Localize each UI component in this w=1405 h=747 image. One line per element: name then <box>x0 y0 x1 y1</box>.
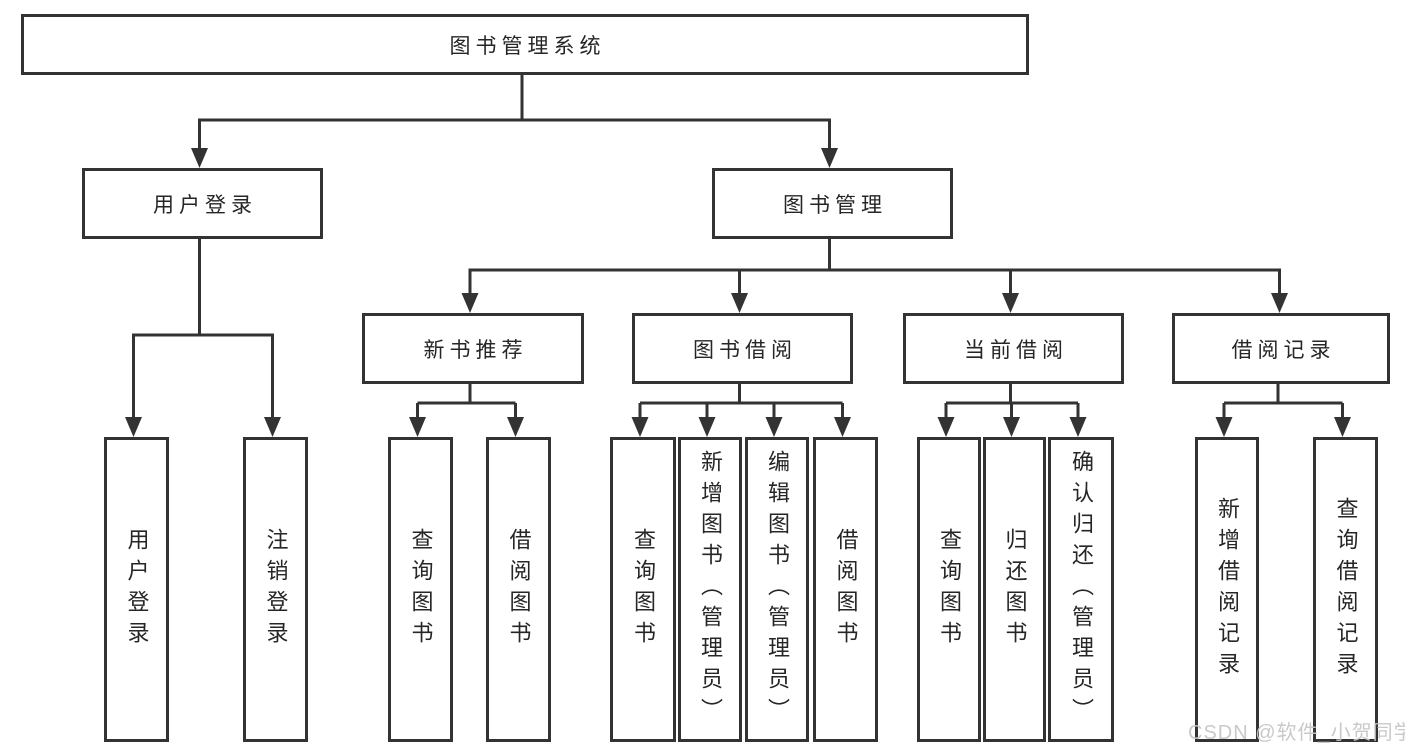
node-label: 图书管理 <box>783 193 887 217</box>
node-label: 用户登录 <box>153 193 257 217</box>
leaf-borrow-books-borrow: 借阅图书 <box>813 437 878 742</box>
node-label: 当前借阅 <box>964 338 1068 362</box>
node-label: 查询图书 <box>408 527 434 652</box>
node-label: 新书推荐 <box>423 338 528 362</box>
node-library-management-system: 图书管理系统 <box>21 14 1029 75</box>
node-label: 用户登录 <box>124 527 150 652</box>
node-label: 借阅图书 <box>506 527 532 652</box>
node-label: 借阅记录 <box>1231 338 1336 362</box>
node-label: 注销登录 <box>263 527 289 652</box>
node-book-management: 图书管理 <box>712 168 953 239</box>
leaf-edit-books-admin: 编辑图书（管理员） <box>745 437 809 742</box>
csdn-watermark: CSDN @软件_小贺同学 <box>1188 722 1405 744</box>
node-user-login: 用户登录 <box>82 168 323 239</box>
leaf-query-books-borrow: 查询图书 <box>610 437 676 742</box>
node-label: 新增图书（管理员） <box>698 450 723 729</box>
leaf-confirm-return-admin: 确认归还（管理员） <box>1048 437 1114 742</box>
leaf-user-login: 用户登录 <box>104 437 169 742</box>
leaf-query-books-current: 查询图书 <box>917 437 981 742</box>
node-new-book-recommendation: 新书推荐 <box>362 313 584 384</box>
node-label: 编辑图书（管理员） <box>765 450 790 729</box>
node-label: 图书借阅 <box>693 338 797 362</box>
leaf-logout-login: 注销登录 <box>243 437 308 742</box>
node-label: 确认归还（管理员） <box>1069 450 1094 729</box>
leaf-query-borrow-record: 查询借阅记录 <box>1313 437 1378 742</box>
leaf-add-books-admin: 新增图书（管理员） <box>678 437 742 742</box>
tree-connector-segments <box>132 69 1344 419</box>
node-label: 借阅图书 <box>833 527 859 652</box>
leaf-return-books: 归还图书 <box>983 437 1046 742</box>
node-label: 新增借阅记录 <box>1215 496 1240 683</box>
leaf-borrow-books-recommend: 借阅图书 <box>486 437 551 742</box>
node-label: 查询借阅记录 <box>1333 496 1359 683</box>
leaf-add-borrow-record: 新增借阅记录 <box>1195 437 1259 742</box>
node-borrowing-records: 借阅记录 <box>1172 313 1390 384</box>
node-book-borrowing: 图书借阅 <box>632 313 853 384</box>
node-label: 查询图书 <box>937 527 962 652</box>
node-label: 查询图书 <box>631 527 656 652</box>
node-current-borrowing: 当前借阅 <box>903 313 1124 384</box>
node-label: 图书管理系统 <box>449 34 606 58</box>
node-label: 归还图书 <box>1002 527 1028 652</box>
leaf-query-books-recommend: 查询图书 <box>388 437 453 742</box>
